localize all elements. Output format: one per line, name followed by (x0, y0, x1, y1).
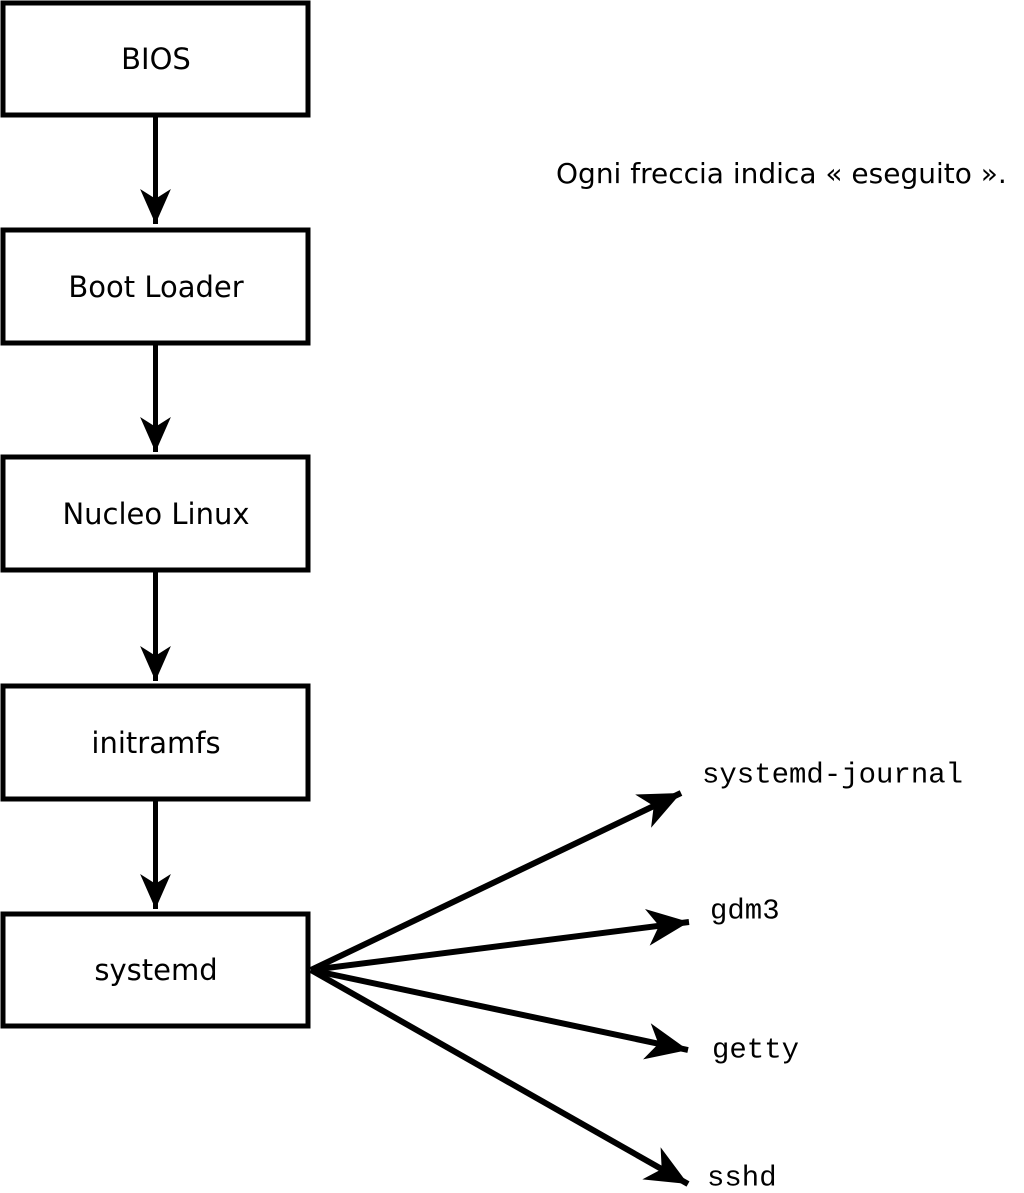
box-systemd-rect (0, 911, 311, 1029)
box-bios: BIOS (0, 0, 311, 118)
box-nucleo-linux-rect (0, 454, 311, 573)
service-label-systemd-journal: systemd-journal (702, 759, 963, 792)
box-boot-loader-rect (0, 227, 311, 346)
box-boot-loader-label: Boot Loader (68, 270, 243, 304)
box-boot-loader: Boot Loader (0, 227, 311, 346)
fan-arrow-systemd-to-systemd-journal (309, 790, 683, 973)
box-bios-rect (0, 0, 311, 118)
box-initramfs: initramfs (0, 683, 311, 802)
fan-arrow-systemd-to-gdm3 (310, 908, 690, 973)
service-label-sshd: sshd (707, 1162, 777, 1193)
box-nucleo-linux: Nucleo Linux (0, 454, 311, 573)
box-systemd: systemd (0, 911, 311, 1029)
box-bios-label: BIOS (121, 42, 191, 76)
box-initramfs-rect (0, 683, 311, 802)
box-nucleo-linux-label: Nucleo Linux (62, 497, 249, 531)
caption-text: Ogni freccia indica « eseguito ». (556, 157, 1007, 190)
service-label-gdm3: gdm3 (710, 895, 780, 928)
fan-arrow-systemd-to-getty (310, 967, 689, 1060)
box-initramfs-label: initramfs (91, 726, 220, 760)
fan-arrow-systemd-to-sshd (309, 967, 690, 1187)
service-label-getty: getty (712, 1034, 799, 1067)
box-systemd-label: systemd (94, 953, 217, 987)
